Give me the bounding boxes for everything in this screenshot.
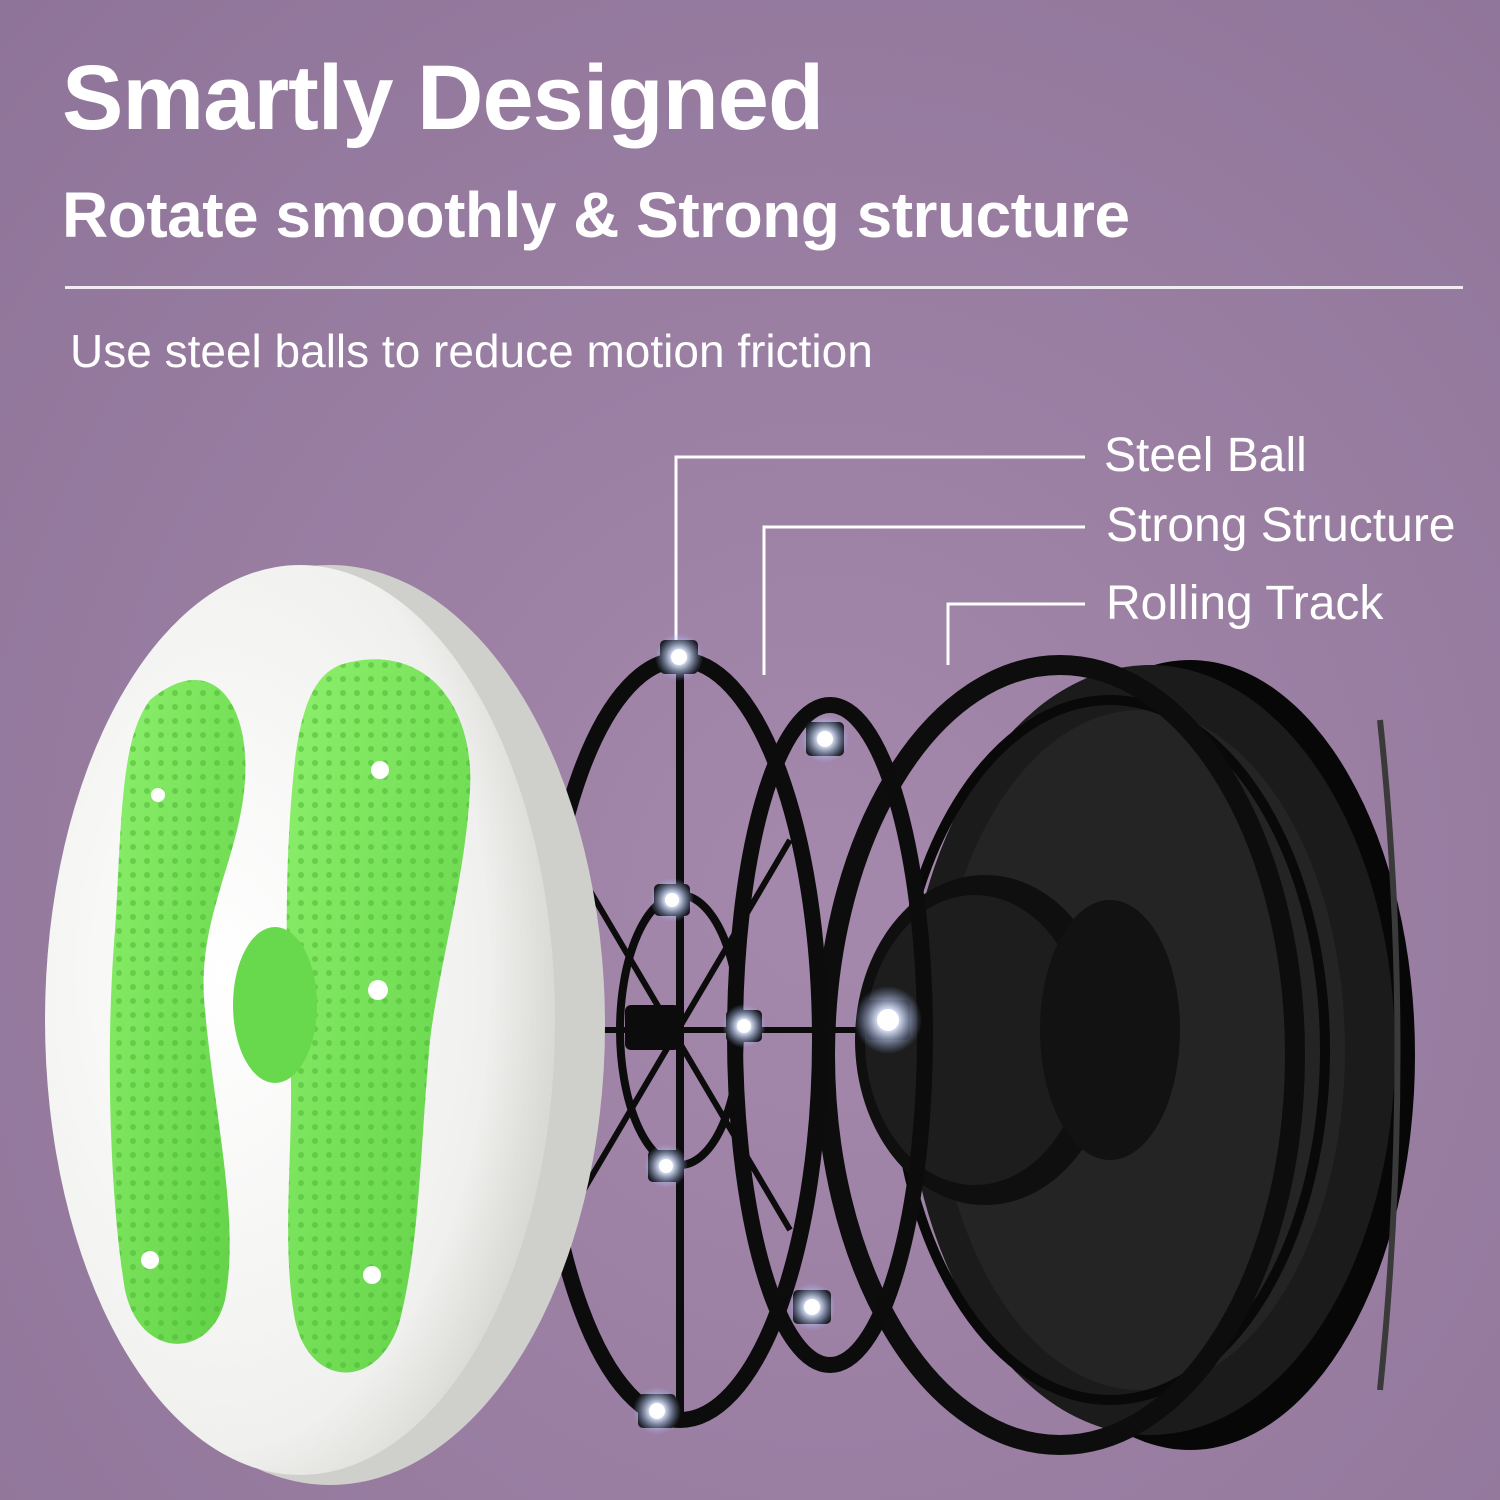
page-subtitle: Rotate smoothly & Strong structure [62,179,1130,251]
foot-pads [109,659,471,1373]
caption-text: Use steel balls to reduce motion frictio… [70,325,873,377]
steel-ball [650,878,694,922]
right-foot-dots [286,659,471,1373]
rolling-track-base [855,660,1415,1450]
page-title: Smartly Designed [62,47,824,149]
left-foot-dots [109,679,246,1344]
steel-balls [633,633,922,1435]
callout-steel-ball: Steel Ball [1104,429,1307,482]
leader-line-steel-ball [674,455,1085,648]
steel-ball [722,1004,766,1048]
steel-ball [644,1144,688,1188]
steel-ball [633,1387,681,1435]
divider [65,286,1463,289]
steel-ball [854,986,922,1054]
callout-lines [674,455,1085,675]
center-knob [233,927,317,1083]
callout-rolling-track: Rolling Track [1106,577,1384,630]
steel-ball [801,715,849,763]
callout-strong-structure: Strong Structure [1106,499,1456,552]
leader-line-strong-structure [762,525,1085,675]
steel-ball [788,1283,836,1331]
steel-ball [655,633,703,681]
leader-line-rolling-track [946,602,1085,665]
